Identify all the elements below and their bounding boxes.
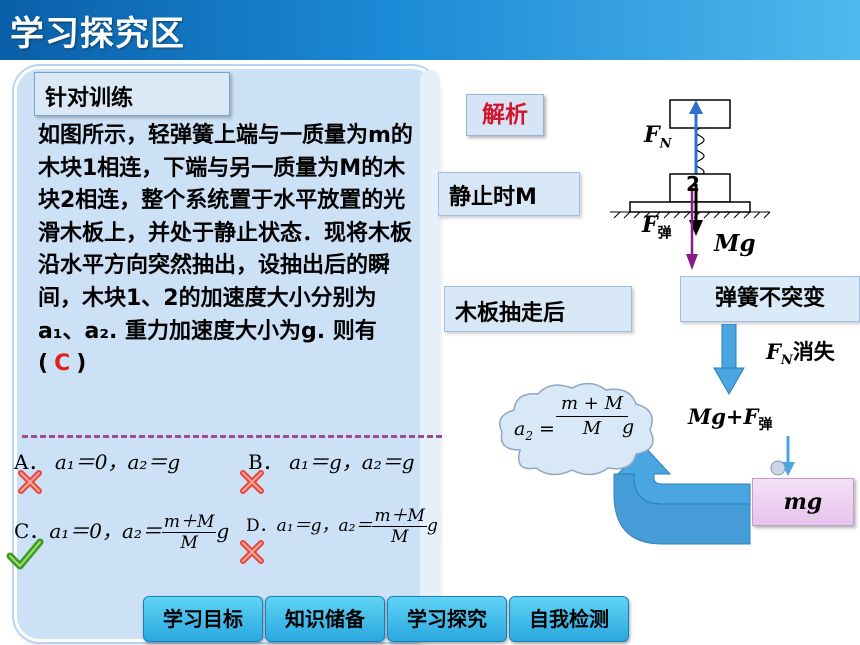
option-d-frac-num: m＋M	[372, 506, 427, 527]
mg-force-label: Mg	[714, 230, 756, 257]
option-b[interactable]: B． a₁＝g，a₂＝g	[248, 446, 415, 475]
option-b-text: a₁＝g，a₂＝g	[289, 450, 415, 474]
analysis-button[interactable]: 解析	[466, 94, 544, 136]
problem-text: 如图所示，轻弹簧上端与一质量为m的木块1相连，下端与另一质量为M的木块2相连，整…	[38, 120, 418, 381]
nav-learning-goals[interactable]: 学习目标	[143, 596, 263, 642]
option-c-text: a₁＝0，a₂＝	[49, 519, 162, 543]
title-bar: 学习探究区	[0, 0, 860, 60]
fn-vanish-text: 消失	[792, 340, 835, 364]
panel-edge	[420, 70, 440, 630]
option-a-text: a₁＝0，a₂＝g	[54, 450, 181, 474]
answer-letter: C	[54, 351, 71, 377]
block-number: 2	[686, 172, 700, 196]
nav-self-check[interactable]: 自我检测	[509, 596, 629, 642]
block-2	[669, 173, 731, 203]
mg-plus-sub: 弹	[758, 417, 773, 434]
thought-cloud	[499, 382, 654, 476]
option-a[interactable]: A． a₁＝0，a₂＝g	[14, 446, 180, 475]
f-spring-sub: 弹	[657, 225, 672, 242]
problem-body: 如图所示，轻弹簧上端与一质量为m的木块1相连，下端与另一质量为M的木块2相连，整…	[38, 123, 413, 377]
board	[629, 201, 751, 213]
nav-learning-explore[interactable]: 学习探究	[387, 596, 507, 642]
problem-panel	[14, 66, 438, 642]
board-removed-text: 木板抽走后	[455, 301, 566, 326]
fn-vanish-f: F	[766, 339, 781, 364]
fn-label: FN	[644, 122, 672, 151]
small-arrow-icon	[770, 436, 795, 476]
wrong-mark-b-icon	[240, 470, 264, 494]
fn-text: F	[644, 122, 660, 148]
option-c-label: C．	[14, 519, 50, 543]
force-diagram	[610, 99, 771, 270]
f-spring-label: F弹	[642, 212, 672, 242]
problem-close: )	[76, 351, 87, 377]
mg-plus-text: Mg+F	[688, 404, 759, 429]
down-arrow-icon	[713, 324, 745, 396]
option-c-frac-den: M	[180, 533, 198, 553]
option-d-label: D．	[246, 516, 277, 536]
fn-sub: N	[659, 136, 672, 152]
option-d-frac-den: M	[390, 527, 409, 547]
check-mark-c-icon	[6, 538, 44, 570]
cloud-a: a	[514, 418, 526, 440]
nav-knowledge-prep[interactable]: 知识储备	[265, 596, 385, 642]
board-removed-label: 木板抽走后	[444, 286, 632, 332]
cloud-den: M	[582, 418, 602, 439]
section-tag: 针对训练	[34, 72, 230, 116]
option-d-tail: g	[426, 516, 438, 536]
spring-note: 弹簧不突变	[680, 276, 860, 322]
cloud-a-sub: 2	[525, 428, 533, 443]
dashed-divider	[22, 435, 442, 438]
f-spring-f: F	[642, 212, 658, 238]
cloud-fraction: m + M M	[556, 392, 628, 441]
curved-arrow-icon	[613, 445, 751, 545]
option-a-label: A．	[14, 450, 49, 474]
page-title: 学习探究区	[10, 14, 185, 54]
mg-box: mg	[752, 478, 854, 526]
cloud-tail: g	[622, 416, 635, 438]
option-d-text: a₁＝g，a₂＝	[276, 516, 373, 536]
wrong-mark-a-icon	[18, 470, 42, 494]
static-label-text: 静止时M	[449, 185, 537, 210]
fn-vanish-sub: N	[780, 353, 793, 369]
cloud-lhs: a2 =	[514, 418, 555, 443]
wrong-mark-d-icon	[240, 540, 264, 564]
option-b-label: B．	[248, 450, 283, 474]
static-label: 静止时M	[438, 172, 580, 216]
fn-vanish-label: FN消失	[766, 336, 835, 368]
option-c-frac-num: m＋M	[161, 512, 217, 533]
cloud-num: m + M	[556, 392, 628, 417]
mg-plus-label: Mg+F弹	[688, 404, 772, 434]
option-c-tail: g	[216, 519, 230, 543]
